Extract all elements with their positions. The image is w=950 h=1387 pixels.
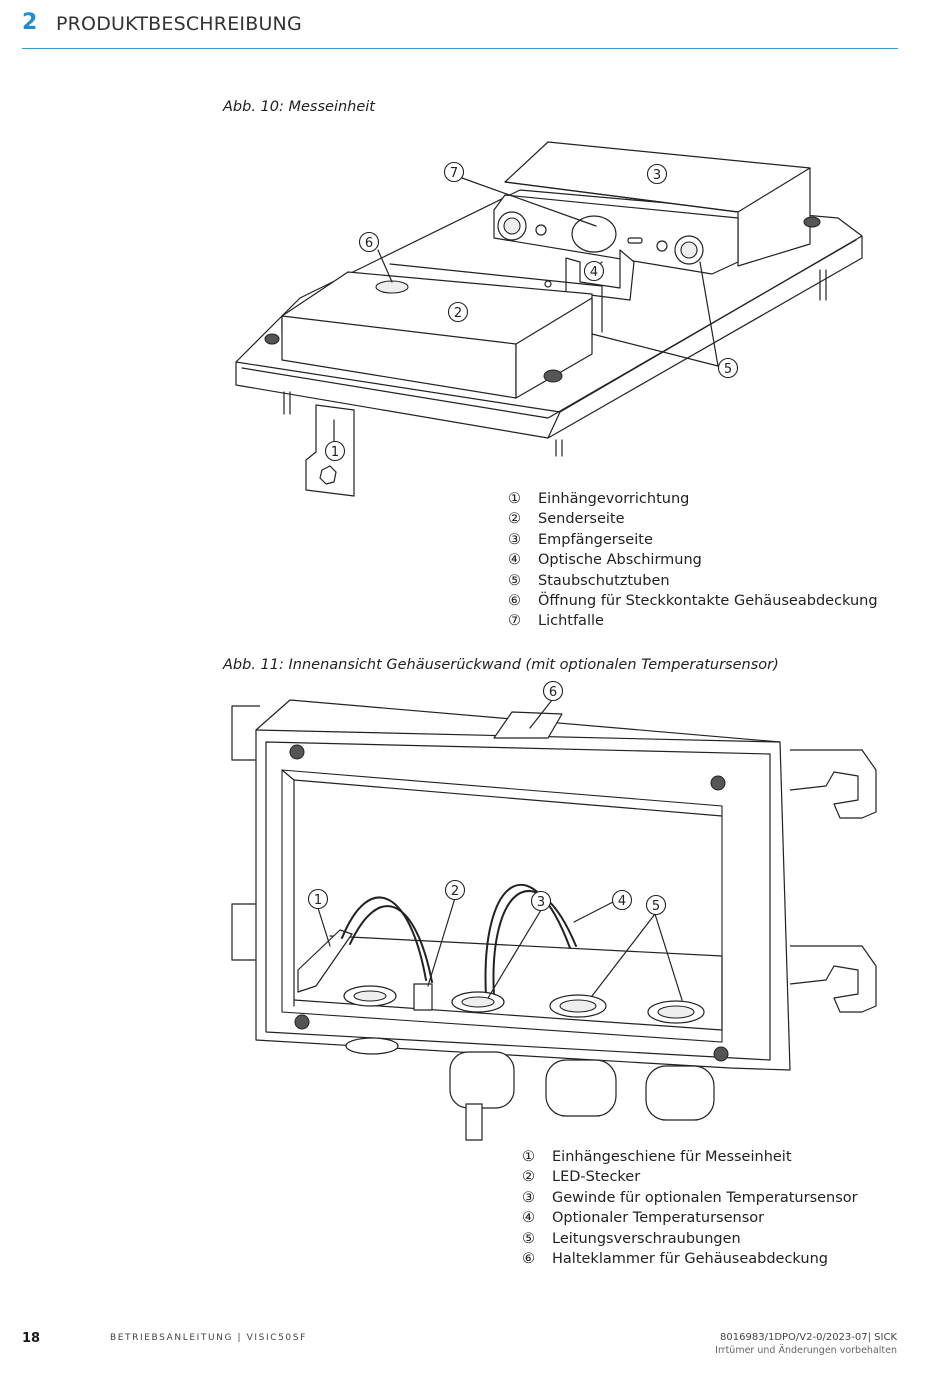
svg-text:6: 6 [365, 236, 373, 251]
document-title: BETRIEBSANLEITUNG | VISIC50SF [110, 1333, 307, 1343]
figure-11-callout-6: 6 [542, 680, 564, 702]
svg-text:2: 2 [454, 306, 462, 321]
svg-text:6: 6 [549, 685, 557, 700]
figure-11-caption: Abb. 11: Innenansicht Gehäuserückwand (m… [223, 657, 779, 673]
figure-11-callout-1: 1 [307, 888, 329, 910]
svg-text:4: 4 [590, 265, 598, 280]
svg-text:3: 3 [537, 895, 545, 910]
figure-10-callout-4: 4 [583, 260, 605, 282]
chapter-number: 2 [22, 10, 38, 35]
chapter-title: PRODUKTBESCHREIBUNG [56, 13, 302, 35]
figure-10-callout-1: 1 [324, 440, 346, 462]
figure-10-caption: Abb. 10: Messeinheit [223, 99, 375, 115]
svg-text:5: 5 [652, 899, 660, 914]
figure-10-drawing: 7 3 6 4 2 5 1 [235, 141, 863, 497]
svg-text:5: 5 [724, 362, 732, 377]
figure-11-callout-4: 4 [611, 889, 633, 911]
svg-text:1: 1 [314, 893, 322, 908]
page-header: 2 PRODUKTBESCHREIBUNG [22, 8, 898, 49]
figure-11-callout-5: 5 [645, 894, 667, 916]
svg-text:1: 1 [331, 445, 339, 460]
figure-10-callout-2: 2 [447, 301, 469, 323]
figure-10-callout-5: 5 [717, 357, 739, 379]
figure-11-callout-3: 3 [530, 890, 552, 912]
svg-text:4: 4 [618, 894, 626, 909]
figure-11-callout-2: 2 [444, 879, 466, 901]
doc-ref: 8016983/1DPO/V2-0/2023-07| SICK [720, 1332, 897, 1343]
svg-text:2: 2 [451, 884, 459, 899]
figure-10-callout-7: 7 [443, 161, 465, 183]
document-reference: 8016983/1DPO/V2-0/2023-07| SICK Irrtümer… [715, 1331, 897, 1357]
page-number: 18 [22, 1331, 41, 1346]
figure-10-callout-6: 6 [358, 231, 380, 253]
svg-text:7: 7 [450, 166, 458, 181]
figure-11-drawing: 6 1 2 3 4 5 [231, 680, 877, 1141]
disclaimer: Irrtümer und Änderungen vorbehalten [715, 1345, 897, 1356]
figure-10-callout-3: 3 [646, 163, 668, 185]
svg-text:3: 3 [653, 168, 661, 183]
